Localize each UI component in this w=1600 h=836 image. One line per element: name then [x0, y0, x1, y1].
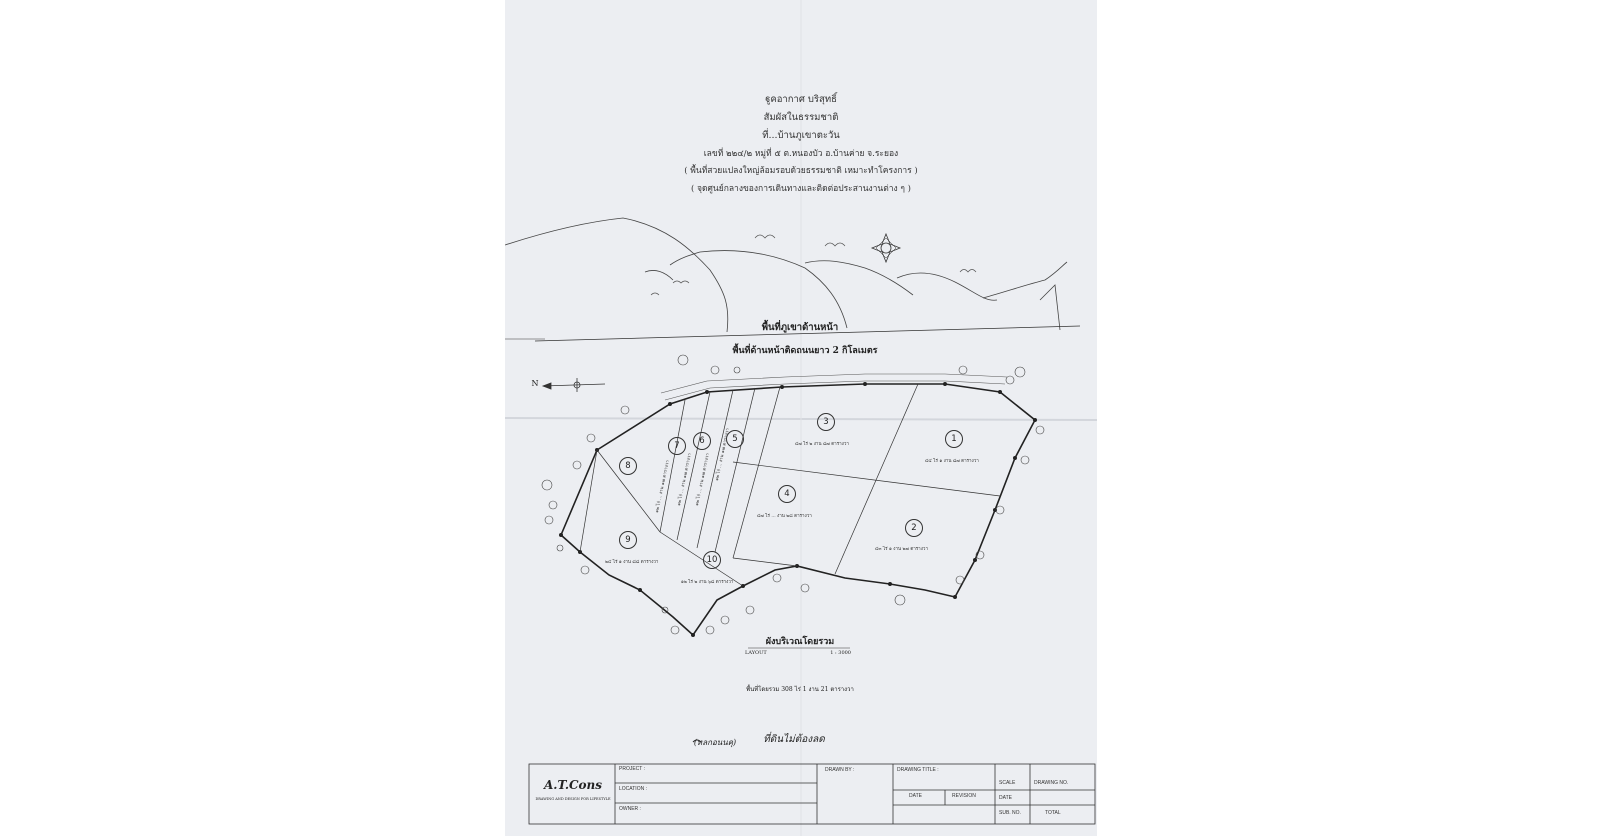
location-field-label: LOCATION :: [619, 786, 647, 792]
company-logo-subtitle: DRAWING AND DESIGN FOR LIFESTYLE: [535, 797, 611, 801]
handwritten-note-left: (หลกอนนคุ): [693, 738, 737, 747]
layout-scale: 1 : 3000: [830, 650, 851, 656]
plot-number: 2: [905, 519, 923, 537]
plot-area: ๔๔ ไร่ ๑ งาน ๘๗ ตารางวา: [925, 459, 979, 464]
plot-area: ๒๔ ไร่ ๑ งาน ๘๘ ตารางวา: [605, 560, 659, 565]
handwritten-annotation: [692, 739, 702, 743]
plot-area: ๔๗ ไร่ ... งาน ๒๘ ตารางวา: [757, 514, 812, 519]
title-line-5: ( พื้นที่สวยแปลงใหญ่ล้อมรอบด้วยธรรมชาติ …: [684, 166, 918, 176]
scale-label: SCALE: [999, 780, 1016, 786]
plot-area: ๑๒ ไร่ ๒ งาน ๖๘ ตารางวา: [681, 580, 734, 585]
handwritten-note-right: ที่ดินไม่ต้องลด: [763, 734, 825, 745]
north-arrow-icon: [541, 378, 606, 392]
date2-label: DATE: [999, 795, 1012, 801]
plot-number: 3: [817, 413, 835, 431]
scanned-document-sheet: ฐูคอากาศ บริสุทธิ์ สัมผัสในธรรมชาติ ที่.…: [505, 0, 1097, 836]
layout-label: LAYOUT: [745, 650, 767, 656]
title-line-2: สัมผัสในธรรมชาติ: [763, 112, 839, 123]
title-line-1: ฐูคอากาศ บริสุทธิ์: [765, 94, 837, 105]
mountain-sketch: [505, 217, 1068, 333]
plot-area: ๔๗ ไร่ ๒ งาน ๘๗ ตารางวา: [795, 442, 849, 447]
owner-field-label: OWNER :: [619, 806, 641, 812]
site-plan-drawing: [505, 0, 1097, 836]
title-line-4: เลขที่ ๒๒๔/๒ หมู่ที่ ๕ ต.หนองบัว อ.บ้านค…: [703, 149, 899, 159]
title-block-frame: [528, 763, 1096, 825]
site-boundary: [560, 383, 1037, 637]
layout-title: ผังบริเวณโดยรวม: [765, 637, 835, 647]
plot-number: 8: [619, 457, 637, 475]
drawing-title-label: DRAWING TITLE :: [897, 767, 939, 773]
plot-number: 1: [945, 430, 963, 448]
plot-number: 7: [668, 437, 686, 455]
tree-symbols: [541, 354, 1045, 635]
plot-area: ๔๓ ไร่ ๑ งาน ๒๗ ตารางวา: [875, 547, 928, 552]
date-label: DATE: [909, 793, 922, 799]
title-line-3: ที่...บ้านภูเขาตะวัน: [762, 130, 840, 141]
road: [660, 373, 1008, 401]
company-logo: A.T.Cons: [543, 778, 603, 792]
mountain-label: พื้นที่ภูเขาด้านหน้า: [761, 322, 839, 333]
plot-number: 5: [726, 430, 744, 448]
boundary-pins: [559, 382, 1037, 637]
plot-number: 6: [693, 432, 711, 450]
drawing-no-label: DRAWING NO.: [1034, 780, 1069, 786]
plot-number: 10: [703, 551, 721, 569]
plot-dividers: [579, 383, 1001, 587]
compass-rose-icon: [870, 232, 902, 264]
project-field-label: PROJECT :: [619, 766, 646, 772]
drawn-by-label: DRAWN BY :: [825, 767, 855, 773]
title-line-6: ( จุดศูนย์กลางของการเดินทางและติดต่อประส…: [691, 184, 911, 194]
plot-number: 4: [778, 485, 796, 503]
total-label: TOTAL: [1045, 810, 1061, 816]
total-area: พื้นที่โดยรวม 308 ไร่ 1 งาน 21 ตารางวา: [746, 686, 854, 693]
sub-no-label: SUB. NO.: [999, 810, 1021, 816]
sky-doodles: [650, 234, 977, 296]
revision-label: REVISION: [952, 793, 976, 799]
road-label: พื้นที่ด้านหน้าติดถนนยาว 2 กิโลเมตร: [732, 346, 878, 356]
plot-number: 9: [619, 531, 637, 549]
north-label: N: [531, 379, 539, 388]
